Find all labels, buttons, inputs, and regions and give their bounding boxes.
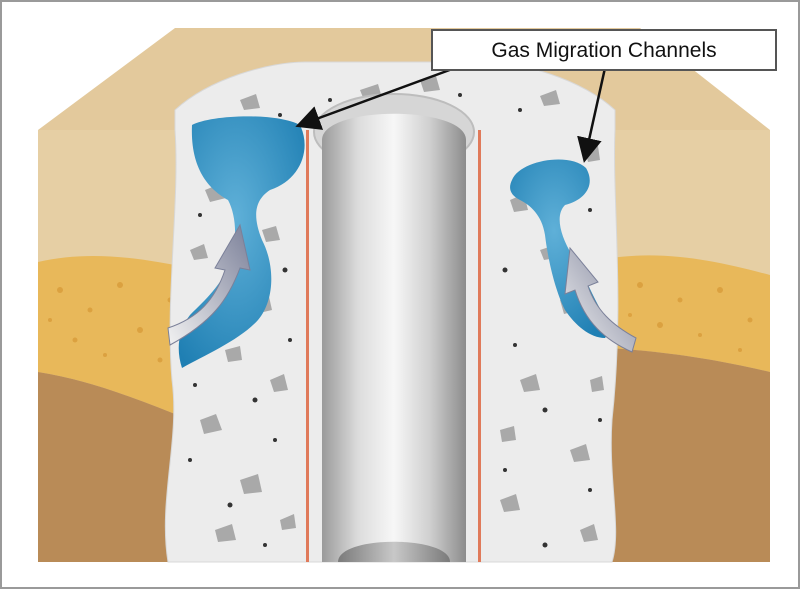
liner-left: [306, 130, 309, 562]
callout-box: Gas Migration Channels: [432, 30, 776, 70]
clay-layer-right: [610, 348, 770, 562]
liner-right: [478, 130, 481, 562]
well-casing: [322, 114, 466, 562]
callout-label: Gas Migration Channels: [491, 39, 716, 62]
